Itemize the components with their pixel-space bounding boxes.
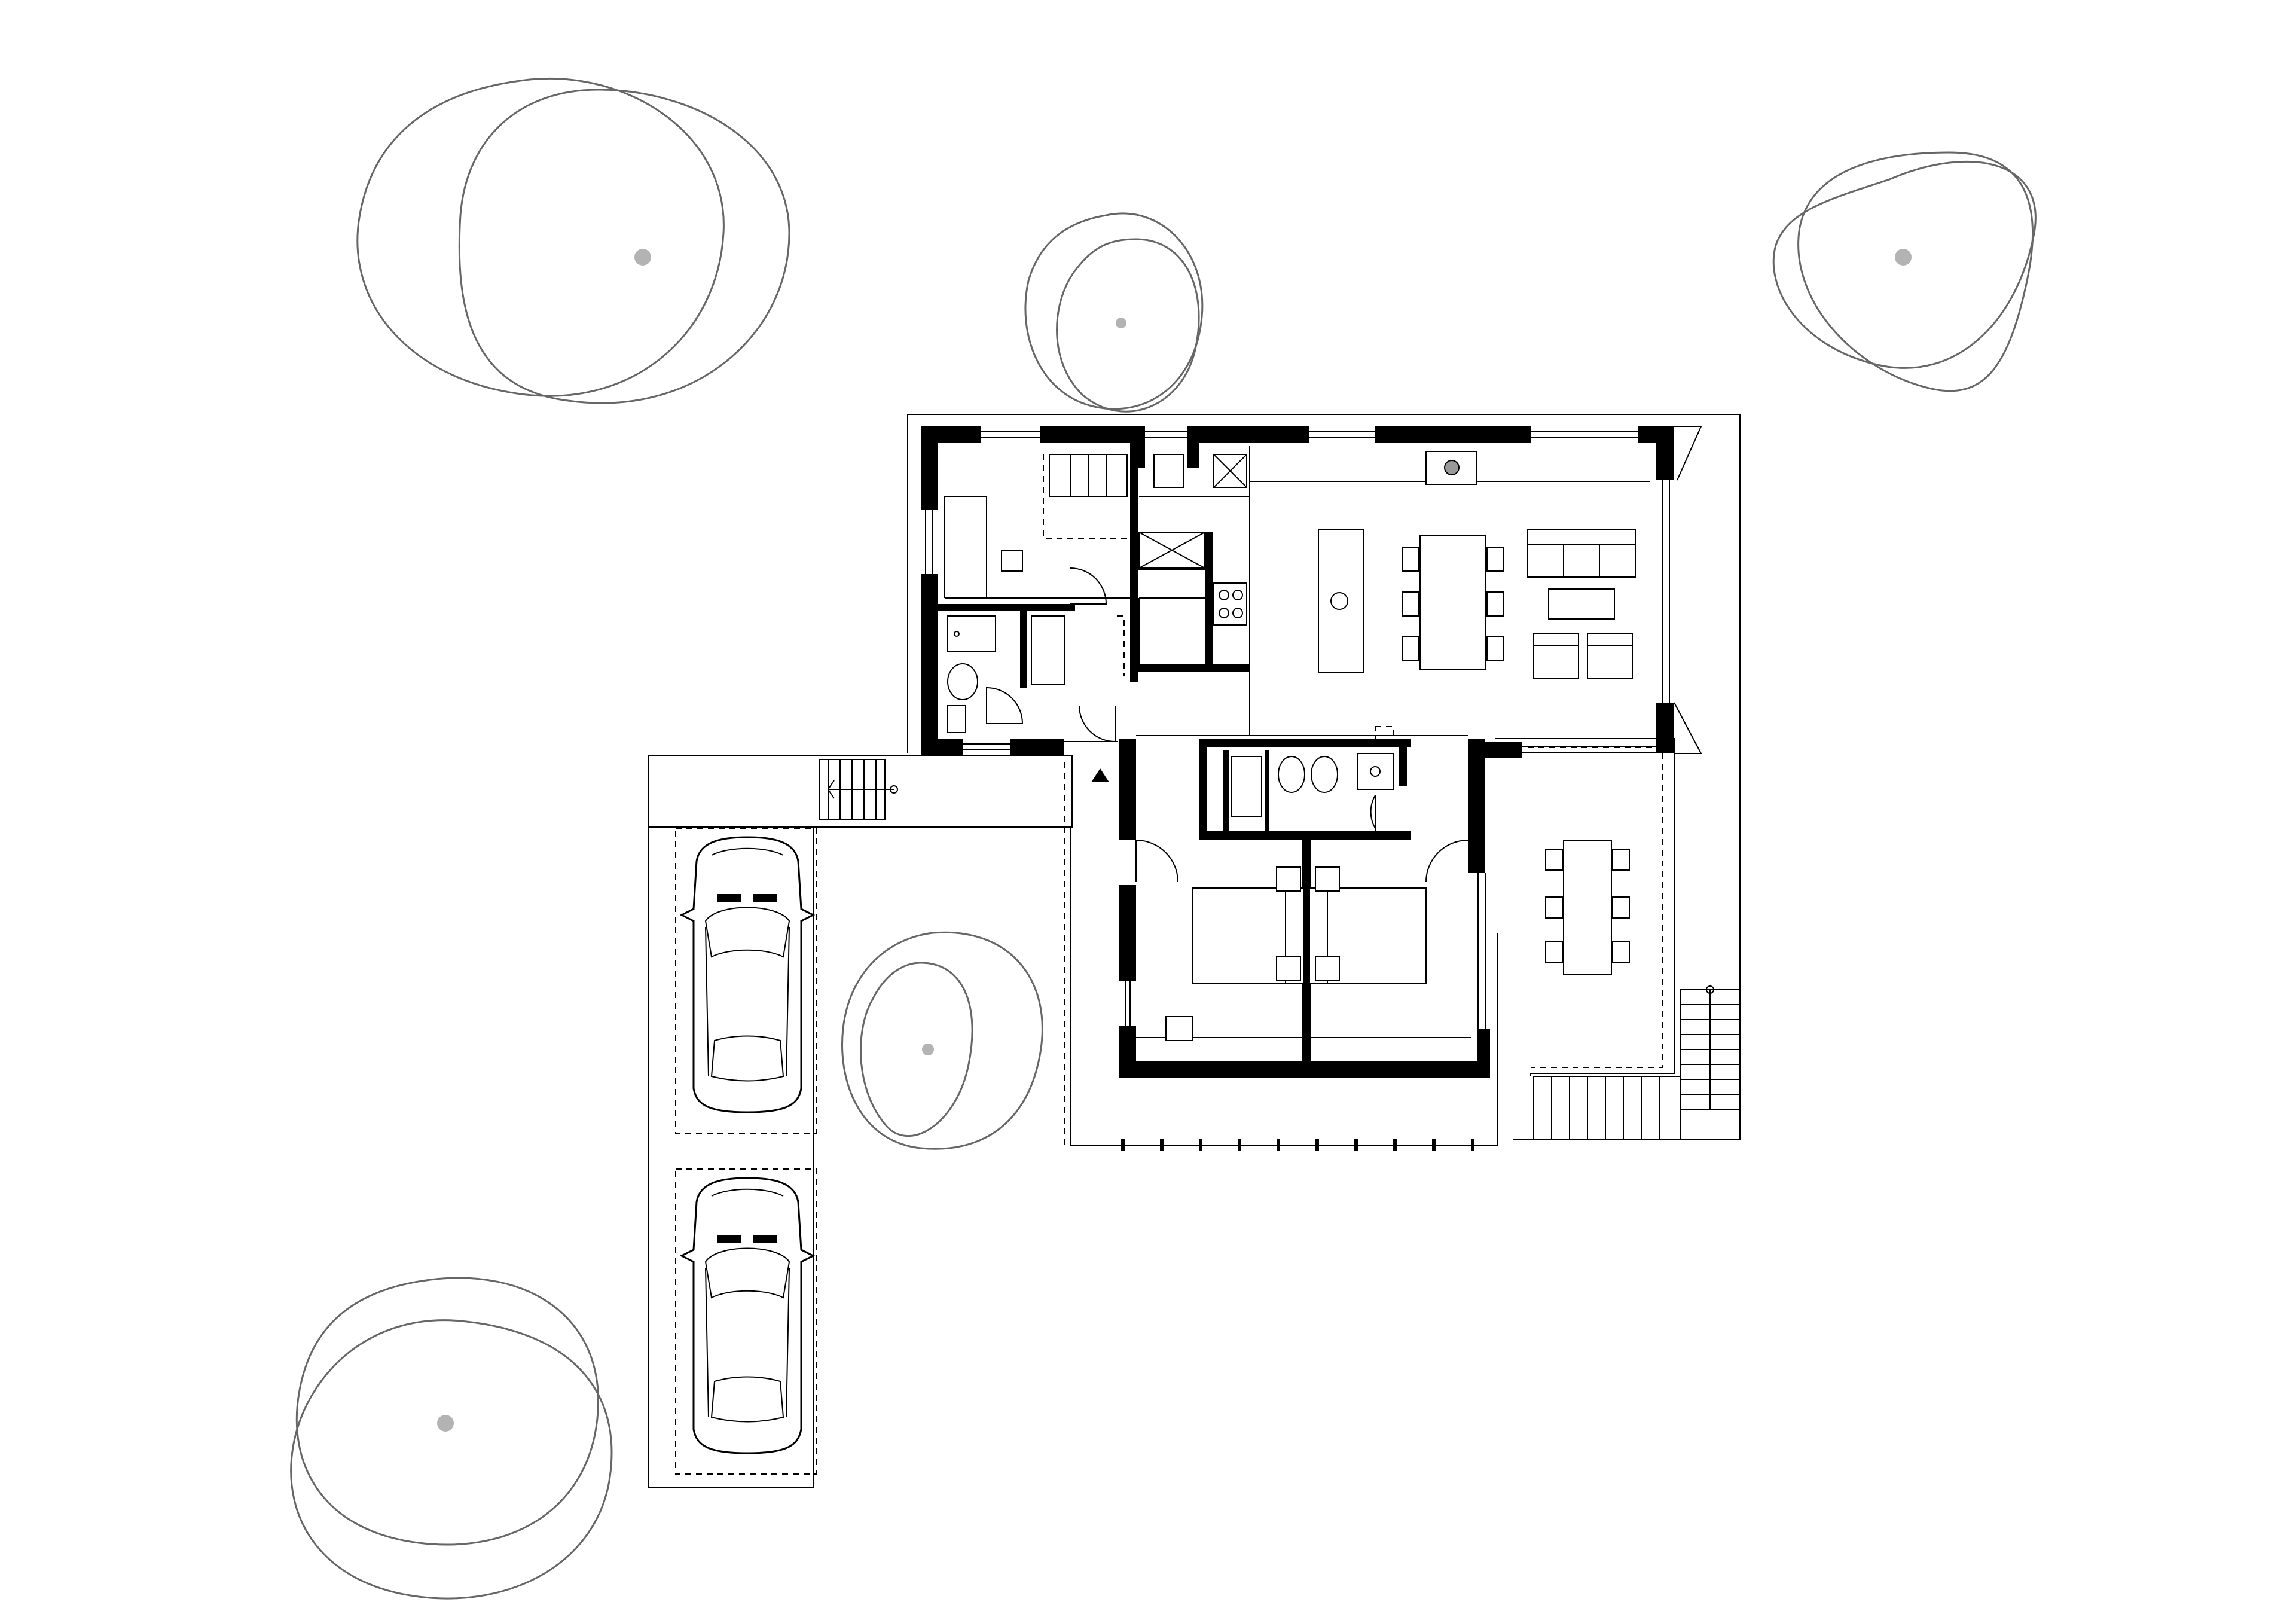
tree-canopy-icon — [356, 78, 790, 404]
tree-canopy-icon — [290, 1277, 613, 1600]
tree-canopy-icon — [1024, 212, 1204, 413]
fence-posts — [1121, 1139, 1474, 1151]
stairs-icon — [1680, 985, 1741, 1110]
tree-canopy-icon — [1772, 151, 2037, 392]
stairs-icon — [1533, 1076, 1681, 1140]
windows — [925, 426, 1702, 1029]
exterior-walls — [921, 426, 1674, 1078]
partitions — [944, 446, 1650, 1038]
parking-spaces — [675, 828, 817, 1475]
car-top-view-icon — [679, 1177, 816, 1454]
tree-group — [290, 78, 2037, 1600]
stairs-icon — [819, 759, 898, 820]
doors — [986, 567, 1468, 883]
tree-canopy-icon — [841, 931, 1043, 1150]
furniture — [947, 451, 1636, 1041]
car-top-view-icon — [679, 836, 816, 1113]
triangle-marker-icon — [1091, 768, 1109, 782]
